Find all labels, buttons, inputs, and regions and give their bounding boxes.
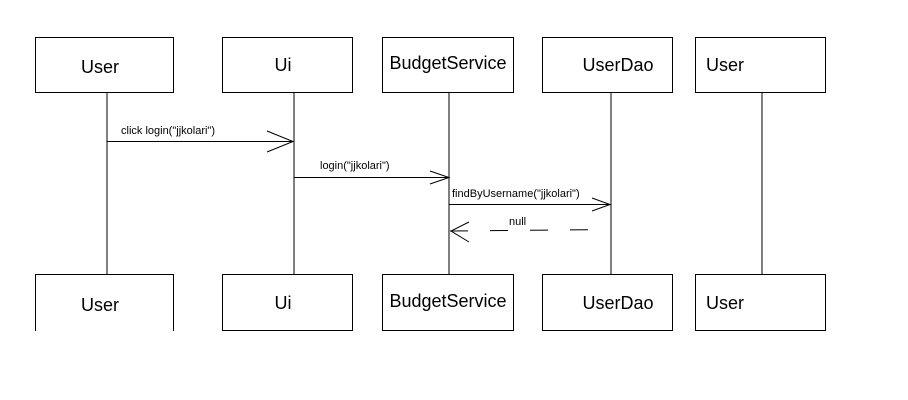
- participant-bottom-budget-service: BudgetService: [382, 274, 514, 331]
- participant-top-user-2: User: [695, 37, 826, 93]
- participant-top-user-dao: UserDao: [542, 37, 673, 93]
- message-return-null: null: [449, 216, 611, 243]
- arrow-open-head: [591, 197, 612, 212]
- message-click-login: click login("jjkolari"): [107, 125, 295, 153]
- message-label: findByUsername("jjkolari"): [452, 188, 580, 200]
- participant-name: UserDao: [582, 293, 653, 313]
- participant-bottom-user-dao: UserDao: [542, 274, 673, 331]
- participant-bottom-ui: Ui: [222, 274, 353, 331]
- participant-name: Ui: [275, 293, 292, 313]
- message-label: login("jjkolari"): [320, 160, 390, 172]
- arrow-open-head: [266, 130, 295, 153]
- participant-name: Ui: [275, 55, 292, 75]
- participant-name: BudgetService: [389, 53, 506, 73]
- message-label: click login("jjkolari"): [121, 125, 215, 137]
- participant-name: User: [706, 293, 744, 313]
- participant-name: UserDao: [582, 55, 653, 75]
- message-login: login("jjkolari"): [294, 160, 451, 185]
- message-label: null: [509, 216, 526, 228]
- participant-bottom-user: User: [35, 274, 174, 331]
- arrow-open-head: [429, 170, 451, 185]
- participant-top-ui: Ui: [222, 37, 353, 93]
- participant-name: User: [706, 55, 744, 75]
- arrow-open-head: [449, 221, 470, 243]
- participant-top-budget-service: BudgetService: [382, 37, 514, 93]
- participant-bottom-user-2: User: [695, 274, 826, 331]
- participant-name: User: [81, 57, 119, 77]
- message-find-by-username: findByUsername("jjkolari"): [449, 188, 612, 212]
- participant-name: BudgetService: [389, 291, 506, 311]
- participant-name: User: [81, 295, 119, 315]
- participant-top-user: User: [35, 37, 174, 93]
